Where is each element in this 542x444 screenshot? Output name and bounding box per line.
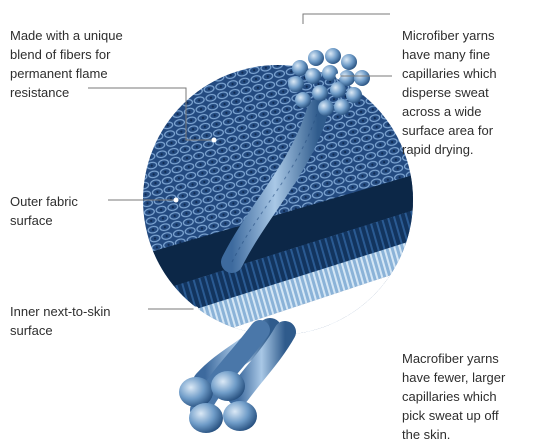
macrofiber-label: Macrofiber yarns have fewer, larger capi… bbox=[402, 349, 542, 444]
macrofiber-strands bbox=[200, 330, 285, 410]
microfiber-label: Microfiber yarns have many fine capillar… bbox=[402, 26, 542, 159]
blend-label: Made with a unique blend of fibers for p… bbox=[10, 26, 185, 102]
leader-microfiber-top bbox=[303, 14, 390, 24]
outer-fabric-label: Outer fabric surface bbox=[10, 192, 130, 230]
fabric-disc bbox=[130, 60, 430, 362]
inner-surface-label: Inner next-to-skin surface bbox=[10, 302, 150, 340]
